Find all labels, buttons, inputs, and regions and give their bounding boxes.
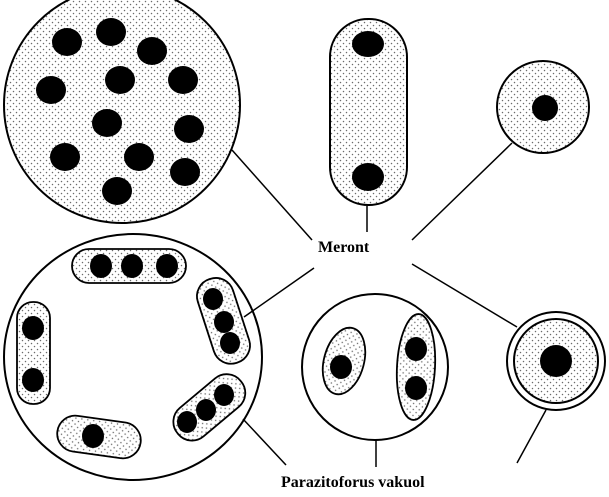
elongated-meront [330, 19, 407, 205]
multinucleate-meront [4, 0, 240, 223]
meront-top [72, 249, 186, 283]
vacuole-two-meronts [302, 294, 448, 440]
meront-in-vacuole [507, 312, 605, 410]
meront-left [17, 302, 50, 404]
vacuole-with-meronts [4, 234, 262, 480]
parasitophorous-vacuole-label: Parazitoforus vakuol [281, 474, 425, 491]
uninucleate-meront [497, 61, 589, 153]
meront-label: Meront [318, 239, 370, 256]
